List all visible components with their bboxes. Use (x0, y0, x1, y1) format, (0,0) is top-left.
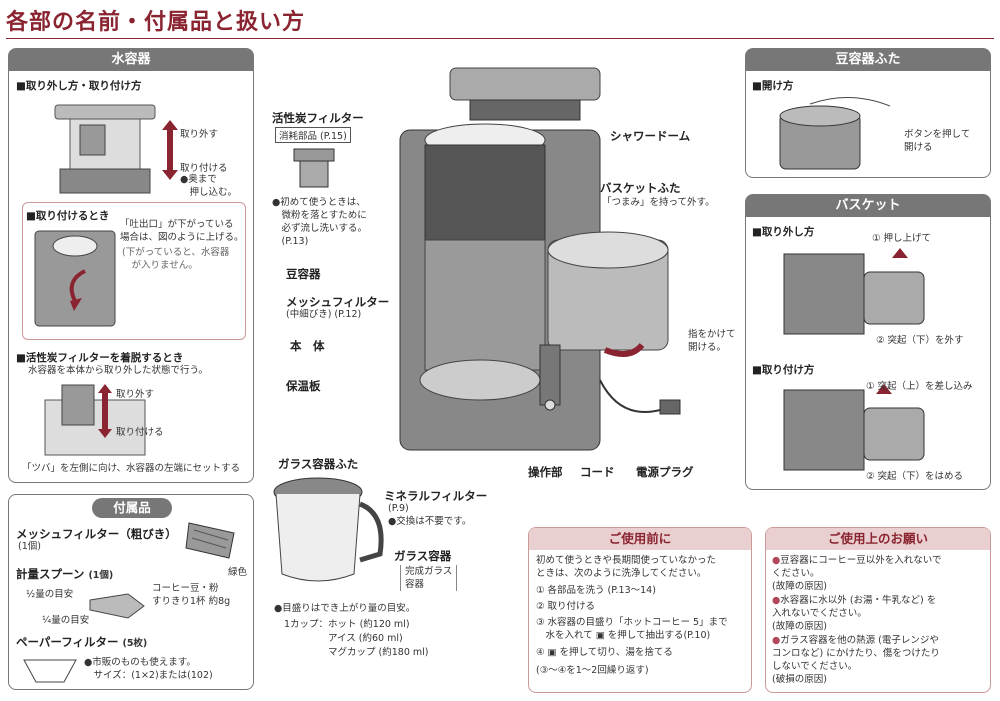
basket-remove-illustration (783, 248, 925, 335)
bean-lid-illustration (779, 97, 891, 170)
bean-lid-open-note: ボタンを押して 開ける (904, 129, 971, 153)
when-attaching-title: ■取り付けるとき (26, 210, 110, 222)
mesh-filter-qty: (1個) (18, 541, 41, 552)
basket-lid-note: 「つまみ」を持って外す。 (602, 197, 715, 208)
accessories-panel (8, 494, 254, 690)
scale-ice: アイス (約60 ml) (328, 633, 403, 644)
mineral-filter-label: ミネラルフィルター (384, 489, 488, 503)
title-divider (6, 38, 994, 39)
basket-header: バスケット (746, 195, 990, 217)
carbon-up-down-arrow-icon (98, 384, 112, 438)
remove-label: 取り外す (180, 129, 219, 140)
basket-remove-title: ■取り外し方 (752, 226, 815, 238)
carafe-illustration (273, 477, 384, 582)
bullet-icon: ● (772, 635, 781, 646)
carbon-filter-part-icon (293, 148, 335, 188)
carbon-filter-note: 「ツバ」を左側に向け、水容器の左端にセットする (22, 463, 241, 474)
mineral-filter-ref: (P.9) (388, 503, 409, 514)
spoon-note: コーヒー豆・粉 すりきり1杯 約8g (152, 583, 231, 607)
requests-panel: ご使用上のお願い (765, 527, 991, 693)
request-text-1: 豆容器にコーヒー豆以外を入れないで ください。 (故障の原因) (772, 555, 942, 592)
basket-step1-attach: ① 突起（上）を差し込み (866, 381, 973, 392)
request-text-2: 水容器に水以外 (お湯・牛乳など) を 入れないでください。 (故障の原因) (772, 595, 937, 632)
water-tank-illustration (54, 104, 156, 194)
before-use-step2: ② 取り付ける (536, 601, 596, 612)
before-use-step1: ① 各部品を洗う (P.13〜14) (536, 585, 656, 596)
paper-filter-note: ●市販のものも使えます。 サイズ：(1×2)または(102) (84, 657, 213, 681)
mesh-filter-sub: (中細びき) (P.12) (286, 309, 362, 320)
before-use-step3: ③ 水容器の目盛り「ホットコーヒー 5」まで 水を入れて ▣ を押して抽出する(… (536, 617, 728, 641)
carbon-filter-text: 水容器を本体から取り外した状態で行う。 (28, 365, 208, 376)
accessories-header: 付属品 (92, 498, 172, 518)
request-item: ●水容器に水以外 (お湯・牛乳など) を 入れないでください。 (故障の原因) (772, 594, 936, 633)
request-text-3: ガラス容器を他の熱源 (電子レンジや コンロなど) にかけたり、傷をつけたり し… (772, 635, 940, 685)
paper-filter-qty: (5枚) (122, 638, 148, 649)
plug-label: 電源プラグ (636, 465, 694, 479)
request-item: ●ガラス容器を他の熱源 (電子レンジや コンロなど) にかけたり、傷をつけたり … (772, 634, 940, 686)
shower-dome-label: シャワードーム (610, 129, 691, 143)
carbon-filter-label: 活性炭フィルター (272, 111, 364, 125)
spoon-icon (89, 593, 145, 619)
mesh-filter-icon (185, 522, 235, 559)
basket-attach-illustration (783, 384, 925, 471)
finger-note: 指をかけて 開ける。 (688, 329, 736, 353)
spoon-qty: (1個) (88, 570, 114, 581)
basket-step2-remove: ② 突起（下）を外す (876, 335, 964, 346)
glass-container-label: ガラス容器 (394, 549, 452, 563)
spoon-quarter-label: ¼量の目安 (42, 615, 90, 626)
mesh-filter-label: メッシュフィルター (286, 295, 390, 309)
mesh-filter-coarse-label: メッシュフィルター（粗びき） (16, 527, 177, 541)
bean-container-label: 豆容器 (286, 267, 321, 281)
bean-lid-open-title: ■開け方 (752, 80, 794, 92)
when-attaching-box (22, 202, 246, 340)
spoon-label: 計量スプーン (16, 567, 85, 581)
coffee-maker-illustration (399, 67, 681, 451)
carafe-lid-label: ガラス容器ふた (278, 457, 359, 471)
before-use-intro: 初めて使うときや長期間使っていなかった ときは、次のように洗浄してください。 (536, 555, 717, 579)
page-title: 各部の名前・付属品と扱い方 (6, 10, 306, 35)
carbon-filter-illustration (44, 384, 146, 456)
scale-mug: マグカップ (約180 ml) (328, 647, 429, 658)
water-container-header: 水容器 (9, 49, 253, 71)
mesh-color-label: 緑色 (228, 567, 248, 578)
basket-step1-remove: ① 押し上げて (872, 233, 932, 244)
bullet-icon: ● (772, 595, 781, 606)
control-panel-label: 操作部 (528, 465, 563, 479)
spoon-half-label: ½量の目安 (26, 589, 74, 600)
glass-container-sub: 完成ガラス 容器 (400, 565, 458, 591)
when-attaching-sub: (下がっていると、水容器 が入りません。 (122, 247, 230, 271)
attach-note: ●奥まで 押し込む。 (180, 174, 238, 198)
scale-hot: 1カップ：ホット (約120 ml) (284, 619, 410, 630)
spout-illustration (34, 230, 116, 327)
requests-header: ご使用上のお願い (766, 528, 990, 550)
carbon-attach-label: 取り付ける (116, 427, 164, 438)
paper-filter-label: ペーパーフィルター (16, 635, 119, 649)
basket-attach-title: ■取り付け方 (752, 364, 815, 376)
remove-attach-title: ■取り外し方・取り付け方 (16, 80, 142, 92)
before-use-repeat: (③〜④を1〜2回繰り返す) (536, 665, 649, 676)
carbon-remove-label: 取り外す (116, 389, 155, 400)
carbon-filter-note: ●初めて使うときは、 微粉を落とすために 必ず流し洗いする。 (P.13) (272, 197, 368, 247)
cord-label: コード (580, 465, 615, 479)
consumable-tag: 消耗部品 (P.15) (275, 127, 351, 143)
basket-lid-label: バスケットふた (600, 181, 681, 195)
body-label: 本 体 (290, 339, 325, 353)
scale-note: ●目盛りはでき上がり量の目安。 (274, 603, 416, 614)
mineral-filter-note: ●交換は不要です。 (388, 516, 472, 527)
request-item: ●豆容器にコーヒー豆以外を入れないで ください。 (故障の原因) (772, 554, 942, 593)
basket-step2-attach: ② 突起（下）をはめる (866, 471, 964, 482)
carbon-filter-title: ■活性炭フィルターを着脱するとき (16, 352, 184, 364)
bullet-icon: ● (772, 555, 781, 566)
before-use-panel: ご使用前に (528, 527, 752, 693)
attach-label: 取り付ける (180, 163, 228, 174)
paper-filter-icon (23, 659, 77, 683)
when-attaching-text: 「吐出口」が下がっている 場合は、図のように上げる。 (120, 219, 244, 243)
up-down-arrow-icon (162, 120, 178, 180)
before-use-header: ご使用前に (529, 528, 751, 550)
bean-lid-header: 豆容器ふた (746, 49, 990, 71)
warmer-label: 保温板 (286, 379, 321, 393)
before-use-step4: ④ ▣ を押して切り、湯を捨てる (536, 647, 673, 658)
